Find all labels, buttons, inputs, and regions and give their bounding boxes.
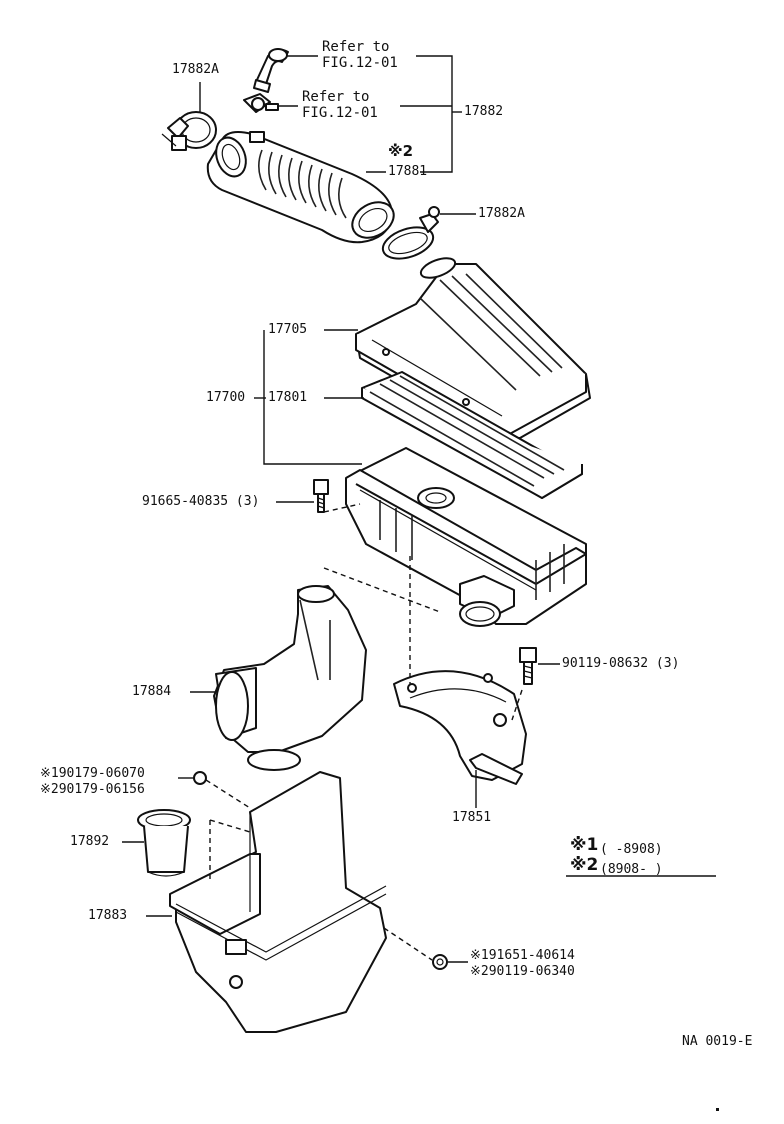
part-label-191651: ※191651-40614 (470, 948, 575, 963)
grommet (193, 771, 207, 785)
assembly-dashed-lines (205, 503, 523, 961)
part-label-17851: 17851 (452, 810, 492, 825)
vacuum-fitting-middle (243, 93, 279, 113)
part-label-17801: 17801 (268, 390, 308, 405)
air-cleaner-case (345, 447, 587, 627)
refer-label-1-line1: Refer to (322, 39, 390, 55)
legend-range-1: ( -8908) (600, 842, 663, 857)
air-filter-element (361, 371, 583, 499)
bolt-90119 (519, 647, 537, 685)
part-label-190179: ※190179-06070 (40, 766, 145, 781)
resonator (169, 771, 387, 1033)
intake-hose (206, 131, 395, 244)
figure-code: NA 0019-E (682, 1034, 753, 1049)
refer-label-1-line2: FIG.12-01 (322, 55, 398, 71)
part-label-290179: ※290179-06156 (40, 782, 145, 797)
part-label-91665: 91665-40835 (3) (142, 494, 260, 509)
hose-clamp-lower (381, 206, 440, 260)
vacuum-fitting-top (253, 48, 289, 93)
part-label-17892: 17892 (70, 834, 110, 849)
legend-mark-1: ※1 (570, 835, 599, 855)
part-label-290119: ※290119-06340 (470, 964, 575, 979)
bolt-91665 (313, 479, 329, 513)
part-label-17882a-top: 17882A (172, 62, 219, 77)
note-mark-2: ※2 (388, 142, 414, 160)
part-label-90119: 90119-08632 (3) (562, 656, 680, 671)
refer-label-2-line1: Refer to (302, 89, 370, 105)
bolt-191651 (432, 954, 448, 970)
part-label-17883: 17883 (88, 908, 128, 923)
part-label-17882: 17882 (464, 104, 504, 119)
part-label-17700: 17700 (206, 390, 246, 405)
refer-label-2-line2: FIG.12-01 (302, 105, 378, 121)
part-label-17705: 17705 (268, 322, 308, 337)
corner-mark (716, 1108, 719, 1111)
legend-range-2: (8908- ) (600, 862, 663, 877)
inlet-duct (213, 585, 367, 771)
hose-clamp-upper (161, 111, 217, 151)
part-label-17881: 17881 (388, 164, 428, 179)
part-label-17884: 17884 (132, 684, 172, 699)
part-label-17882a-lower: 17882A (478, 206, 525, 221)
leader-lines (122, 55, 560, 963)
resonator-pipe (137, 809, 191, 877)
mounting-bracket (393, 670, 527, 785)
legend-mark-2: ※2 (570, 855, 599, 875)
